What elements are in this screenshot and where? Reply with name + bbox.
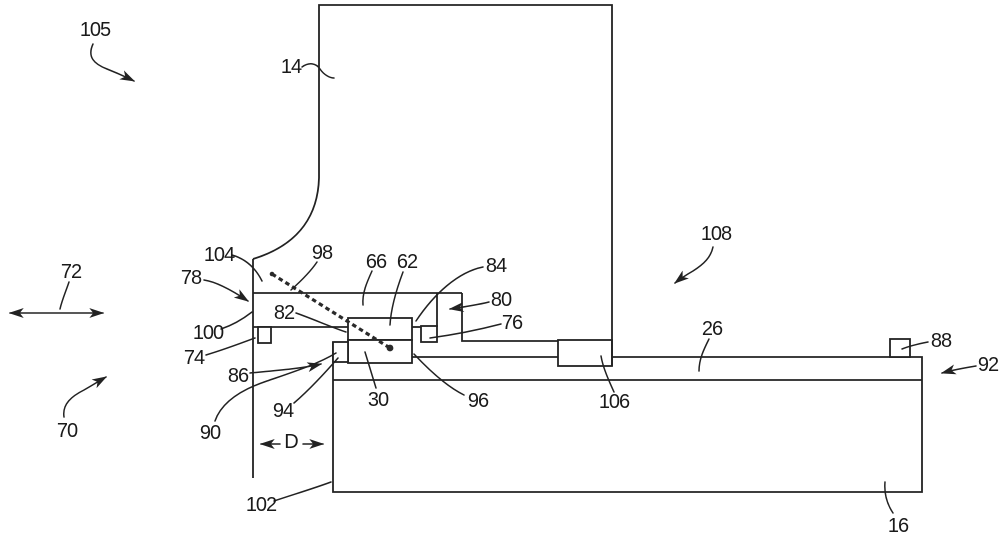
leader-66 (362, 270, 373, 306)
ref-label-70: 70 (57, 420, 78, 442)
tab-94 (332, 341, 349, 363)
leader-14 (301, 63, 335, 79)
ref-label-90: 90 (200, 422, 221, 444)
notch-76 (420, 325, 438, 343)
leader-74 (205, 337, 256, 356)
ref-label-94: 94 (273, 400, 294, 422)
ref-label-16: 16 (888, 515, 909, 537)
upper-block-62 (347, 317, 413, 341)
ref-label-80: 80 (491, 289, 512, 311)
ref-label-106: 106 (599, 391, 630, 413)
leader-82 (295, 312, 347, 333)
notch-74 (257, 326, 272, 344)
ref-label-100: 100 (193, 322, 224, 344)
leader-76 (429, 323, 502, 339)
ref-label-74: 74 (184, 347, 205, 369)
ref-label-98: 98 (312, 242, 333, 264)
leader-96 (413, 353, 465, 396)
leader-78 (203, 279, 250, 302)
ref-label-30: 30 (368, 389, 389, 411)
ref-label-62: 62 (397, 251, 418, 273)
bump-88 (889, 338, 911, 358)
base-plate-outline (332, 342, 923, 493)
ref-label-92: 92 (978, 354, 999, 376)
leader-90 (214, 352, 337, 422)
ref-label-76: 76 (502, 312, 523, 334)
boss-106 (557, 339, 613, 367)
leader-84 (415, 266, 484, 322)
ref-label-78: 78 (181, 267, 202, 289)
ref-label-86: 86 (228, 365, 249, 387)
leader-98 (290, 261, 318, 291)
leader-80 (448, 301, 490, 313)
leader-108 (674, 246, 714, 284)
ref-label-66: 66 (366, 251, 387, 273)
leader-92 (940, 364, 977, 375)
ref-label-88: 88 (931, 330, 952, 352)
leader-70 (63, 376, 108, 418)
leader-86 (249, 362, 323, 374)
ref-label-102: 102 (246, 494, 277, 516)
leader-94 (293, 357, 339, 404)
leader-30 (364, 351, 377, 389)
leader-88 (901, 341, 929, 350)
ref-label-26: 26 (702, 318, 723, 340)
ref-label-72: 72 (61, 261, 82, 283)
leader-26 (698, 338, 710, 372)
leader-102 (273, 481, 332, 502)
leader-105 (90, 43, 136, 82)
weld-line-end-dot (386, 344, 394, 352)
leader-106 (600, 355, 615, 393)
weld-line-start-dot (269, 271, 275, 277)
ref-label-105: 105 (80, 19, 111, 41)
leader-72 (59, 281, 70, 310)
leader-104 (231, 254, 263, 282)
ref-label-84: 84 (486, 255, 507, 277)
ref-label-96: 96 (468, 390, 489, 412)
leader-62 (389, 271, 404, 326)
ref-label-108: 108 (701, 223, 732, 245)
ref-label-D: D (284, 431, 298, 453)
leader-16 (884, 481, 894, 514)
body-14-outline (252, 4, 613, 366)
ref-label-82: 82 (274, 302, 295, 324)
ref-label-14: 14 (281, 56, 302, 78)
ref-label-104: 104 (204, 244, 235, 266)
leader-100 (220, 311, 253, 330)
